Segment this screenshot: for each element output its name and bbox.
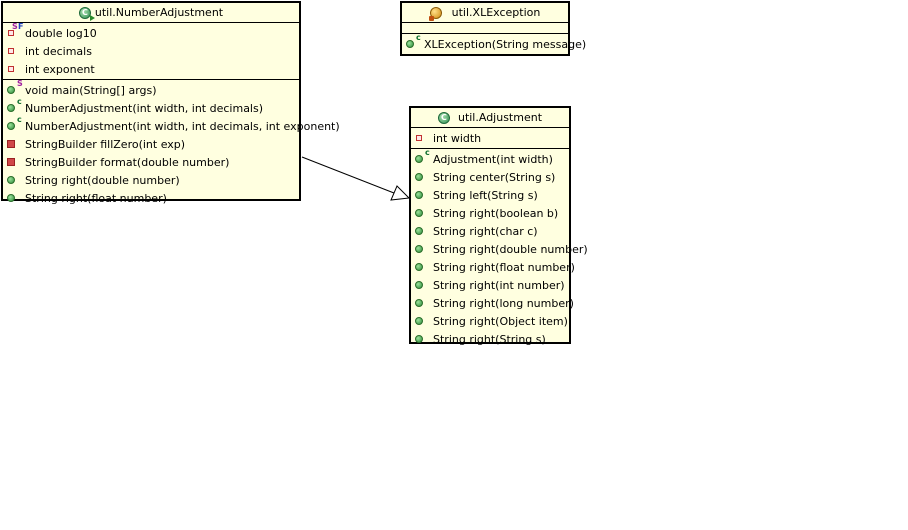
public-method-icon	[415, 227, 423, 235]
public-method-icon	[415, 317, 423, 325]
methods-section: c Adjustment(int width) String center(St…	[411, 149, 588, 349]
public-method-icon	[415, 281, 423, 289]
methods-section: c XLException(String message)	[402, 34, 586, 54]
method-row[interactable]: String center(String s)	[411, 168, 569, 186]
class-header: C util.NumberAdjustment	[3, 3, 299, 23]
field-row[interactable]: int decimals	[3, 42, 299, 60]
fields-section: int width	[411, 128, 569, 149]
method-row[interactable]: c Adjustment(int width)	[411, 149, 569, 168]
private-method-icon	[7, 158, 15, 166]
public-method-icon	[415, 155, 423, 163]
public-method-icon	[415, 173, 423, 181]
runnable-icon	[89, 14, 95, 21]
public-method-icon	[415, 209, 423, 217]
package-field-icon	[416, 135, 422, 141]
public-method-icon	[415, 263, 423, 271]
fields-section	[402, 23, 568, 34]
class-title: util.NumberAdjustment	[94, 6, 224, 19]
exception-class-icon	[428, 6, 442, 21]
method-row[interactable]: String right(int number)	[411, 276, 569, 294]
method-row[interactable]: c NumberAdjustment(int width, int decima…	[3, 116, 340, 135]
method-row[interactable]: String right(boolean b)	[411, 204, 569, 222]
class-header: util.XLException	[402, 3, 568, 23]
private-field-icon	[8, 48, 14, 54]
method-row[interactable]: c NumberAdjustment(int width, int decima…	[3, 98, 299, 117]
private-field-icon	[8, 30, 14, 36]
field-row[interactable]: int exponent	[3, 60, 299, 78]
public-method-icon	[7, 194, 15, 202]
field-row[interactable]: int width	[411, 129, 569, 147]
method-row[interactable]: String right(float number)	[411, 258, 575, 276]
public-method-icon	[406, 40, 414, 48]
class-title: util.Adjustment	[457, 111, 543, 124]
method-row[interactable]: S void main(String[] args)	[3, 80, 299, 99]
method-row[interactable]: String right(double number)	[3, 171, 299, 189]
method-row[interactable]: StringBuilder format(double number)	[3, 153, 299, 171]
method-row[interactable]: String right(double number)	[411, 240, 588, 258]
method-row[interactable]: String right(String s)	[411, 330, 569, 348]
private-method-icon	[7, 140, 15, 148]
method-row[interactable]: StringBuilder fillZero(int exp)	[3, 135, 299, 153]
method-row[interactable]: c XLException(String message)	[402, 34, 586, 53]
public-method-icon	[415, 335, 423, 343]
class-icon: C	[437, 111, 450, 124]
class-title: util.XLException	[451, 6, 541, 19]
class-icon: C	[78, 6, 95, 21]
public-method-icon	[7, 122, 15, 130]
methods-section: S void main(String[] args) c NumberAdjus…	[3, 80, 340, 208]
public-method-icon	[7, 104, 15, 112]
public-method-icon	[415, 299, 423, 307]
public-method-icon	[415, 191, 423, 199]
public-method-icon	[415, 245, 423, 253]
public-method-icon	[7, 86, 15, 94]
method-row[interactable]: String right(long number)	[411, 294, 574, 312]
class-adjustment[interactable]: C util.Adjustment int width c Adjustment…	[409, 106, 588, 346]
method-row[interactable]: String right(float number)	[3, 189, 299, 207]
class-xl-exception[interactable]: util.XLException c XLException(String me…	[400, 1, 586, 56]
method-row[interactable]: String left(String s)	[411, 186, 569, 204]
private-field-icon	[8, 66, 14, 72]
method-row[interactable]: String right(Object item)	[411, 312, 569, 330]
class-header: C util.Adjustment	[411, 108, 569, 128]
method-row[interactable]: String right(char c)	[411, 222, 569, 240]
public-method-icon	[7, 176, 15, 184]
